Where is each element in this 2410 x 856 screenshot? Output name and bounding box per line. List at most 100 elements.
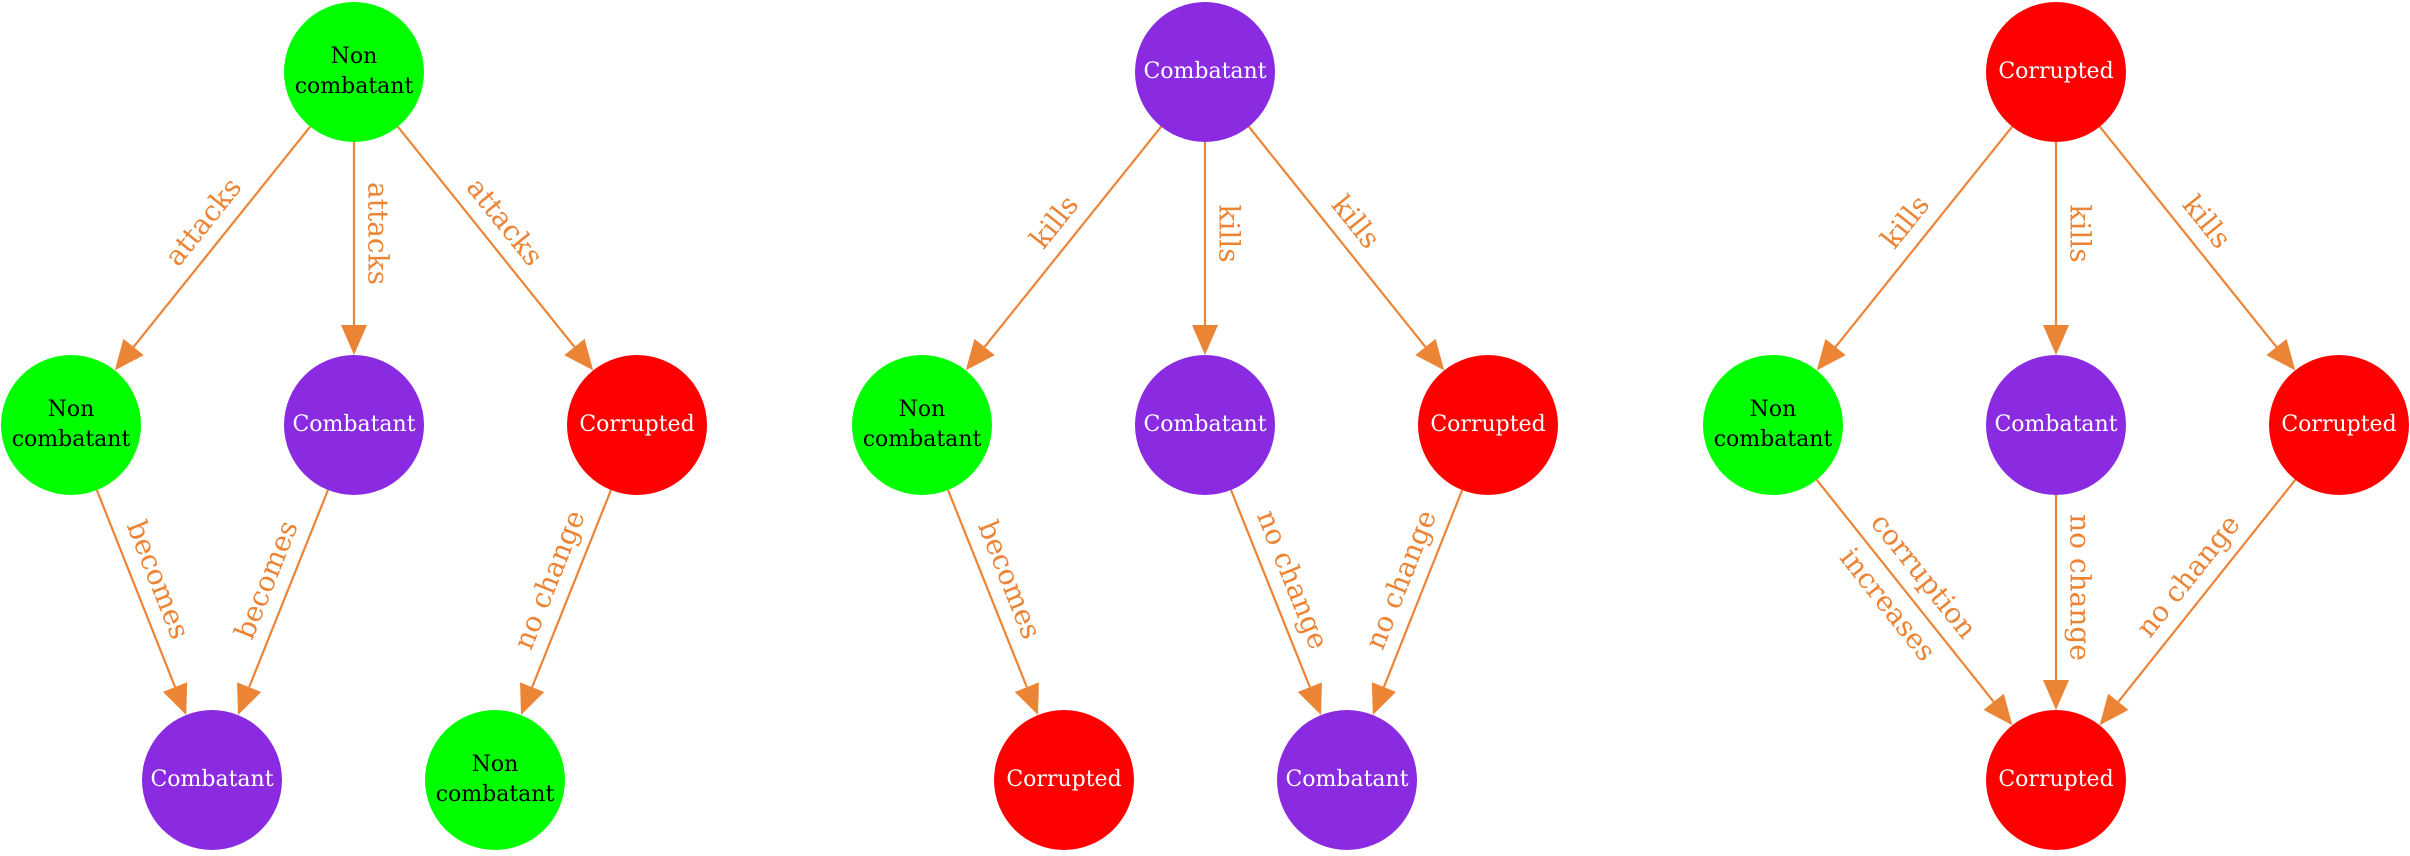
edge-line [2117,479,2297,703]
edge-kills: kills [1192,142,1246,355]
node-label: Combatant [1285,767,1408,792]
edge-becomes: becomes [228,489,330,716]
edge-line [946,489,1028,688]
edge-kills: kills [1247,125,1445,371]
edge-line [132,125,312,348]
node-noncombatant: Non combatant [425,710,565,850]
node-circle [425,710,565,850]
arrowhead-icon [520,682,545,716]
edge-no-change: no change [2043,495,2097,710]
arrowhead-icon [2099,693,2129,726]
node-label: Combatant [1143,412,1266,437]
node-corrupted: Corrupted [2269,355,2409,495]
node-label: Combatant [292,412,415,437]
node-combatant: Combatant [1277,710,1417,850]
node-label: Non [331,44,378,69]
edge-label: kills [1874,189,1936,255]
node-circle [994,710,1134,850]
arrowhead-icon [341,325,367,355]
node-corrupted: Corrupted [1986,710,2126,850]
edge-becomes: becomes [946,489,1048,716]
node-combatant: Combatant [1135,2,1275,142]
node-label: Non [48,397,95,422]
node-circle [1986,710,2126,850]
arrowhead-icon [163,682,188,715]
arrowhead-icon [1983,693,2013,726]
node-combatant: Combatant [142,710,282,850]
edge-line [396,125,576,348]
node-circle [852,355,992,495]
edge-line [1815,479,1995,703]
node-label: Non [472,752,519,777]
node-circle [1703,355,1843,495]
edge-attacks: attacks [341,142,395,355]
node-circle [1986,355,2126,495]
arrowhead-icon [564,338,594,371]
edge-attacks: attacks [114,125,312,371]
node-label: Combatant [1994,412,2117,437]
node-circle [2269,355,2409,495]
node-circle [142,710,282,850]
edge-kills: kills [2043,142,2097,355]
node-circle [1,355,141,495]
arrowhead-icon [1014,682,1039,716]
node-combatant: Combatant [284,355,424,495]
edge-label: attacks [362,182,395,285]
node-label: Non [1750,397,1797,422]
edge-becomes: becomes [95,489,197,715]
arrowhead-icon [2043,680,2069,710]
node-label: Non [899,397,946,422]
edge-label: no change [1250,505,1335,653]
node-label: Combatant [1143,59,1266,84]
edge-line [1247,125,1427,348]
arrowhead-icon [965,338,995,371]
node-noncombatant: Non combatant [852,355,992,495]
edge-label: kills [2064,204,2097,262]
arrowhead-icon [2266,338,2296,371]
node-circle [284,355,424,495]
edge-line [95,489,177,688]
arrowhead-icon [1192,325,1218,355]
node-label: Corrupted [1998,59,2113,84]
node-circle [1418,355,1558,495]
node-label: combatant [436,782,555,807]
edge-label: kills [2176,189,2238,255]
edge-label: kills [1325,189,1387,255]
edge-no-change: no change [1358,489,1464,715]
edge-line [1382,489,1464,688]
node-label: Corrupted [1006,767,1121,792]
edge-kills: kills [965,125,1163,371]
node-label: combatant [295,74,414,99]
arrowhead-icon [237,682,262,716]
node-circle [1986,2,2126,142]
node-corrupted: Corrupted [567,355,707,495]
edge-line [1229,489,1311,688]
node-combatant: Combatant [1135,355,1275,495]
node-label: Corrupted [1430,412,1545,437]
edge-label: kills [1213,204,1246,262]
edge-line [1834,125,2014,348]
edge-label: kills [1023,189,1085,255]
edge-no-change: no change [1229,489,1335,716]
arrowhead-icon [1297,682,1322,716]
arrowhead-icon [2043,325,2069,355]
edge-line [531,489,613,688]
node-circle [567,355,707,495]
node-label: Corrupted [1998,767,2113,792]
edge-label: no change [1358,505,1443,654]
edge-no-change: no change [507,489,613,716]
node-noncombatant: Non combatant [284,2,424,142]
edge-label: no change [2129,508,2246,643]
node-label: combatant [1714,427,1833,452]
edge-kills: kills [1816,125,2014,371]
node-circle [1277,710,1417,850]
node-label: combatant [863,427,982,452]
node-corrupted: Corrupted [994,710,1134,850]
node-label: Corrupted [2281,412,2396,437]
arrowhead-icon [114,338,144,371]
node-label: Combatant [150,767,273,792]
